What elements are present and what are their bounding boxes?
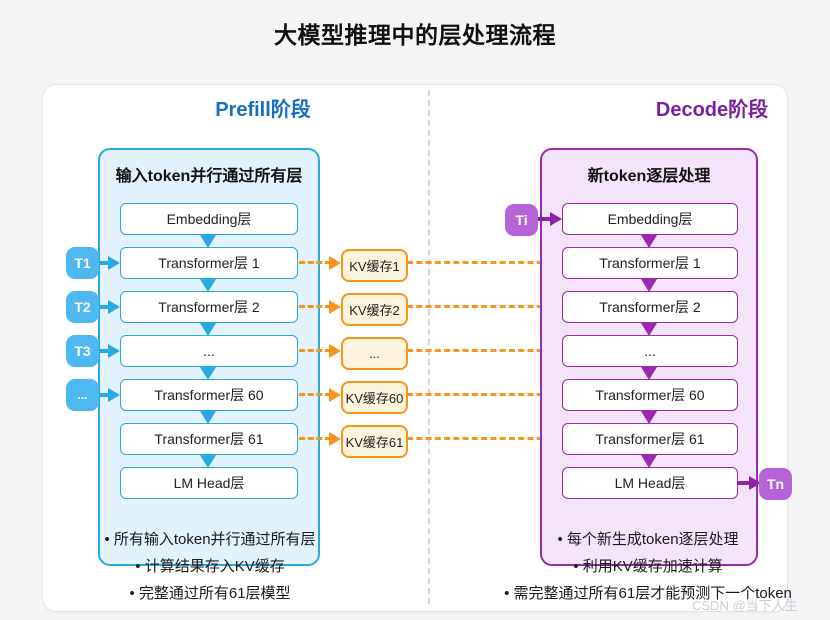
kv-cache-61: KV缓存61 bbox=[341, 425, 408, 458]
token-badge-tn: Tn bbox=[759, 468, 792, 500]
token-badge-t2: T2 bbox=[66, 291, 99, 323]
prefill-flow-arrow-icon bbox=[200, 235, 216, 248]
prefill-layer-lm-head: LM Head层 bbox=[120, 467, 298, 499]
decode-layer-ellipsis: ... bbox=[562, 335, 738, 367]
kv-cache-60: KV缓存60 bbox=[341, 381, 408, 414]
decode-note-3: • 需完整通过所有61层才能预测下一个token bbox=[504, 585, 792, 602]
kv-write-arrow-icon bbox=[299, 255, 341, 271]
kv-read-arrow-icon bbox=[407, 387, 562, 403]
decode-flow-arrow-icon bbox=[641, 235, 657, 248]
kv-cache-1: KV缓存1 bbox=[341, 249, 408, 282]
token-input-arrow-icon bbox=[99, 299, 120, 315]
kv-read-arrow-icon bbox=[407, 299, 562, 315]
prefill-layer-transformer-61: Transformer层 61 bbox=[120, 423, 298, 455]
prefill-stage-header: Prefill阶段 bbox=[215, 99, 311, 121]
kv-read-arrow-icon bbox=[407, 343, 562, 359]
prefill-panel-title: 输入token并行通过所有层 bbox=[115, 168, 303, 185]
kv-write-arrow-icon bbox=[299, 387, 341, 403]
kv-cache-ellipsis: ... bbox=[341, 337, 408, 370]
decode-flow-arrow-icon bbox=[641, 411, 657, 424]
decode-layer-transformer-61: Transformer层 61 bbox=[562, 423, 738, 455]
prefill-note-3: • 完整通过所有61层模型 bbox=[129, 585, 291, 602]
token-badge-ellipsis: ... bbox=[66, 379, 99, 411]
prefill-layer-embedding: Embedding层 bbox=[120, 203, 298, 235]
prefill-layer-transformer-1: Transformer层 1 bbox=[120, 247, 298, 279]
kv-read-arrow-icon bbox=[407, 255, 562, 271]
prefill-flow-arrow-icon bbox=[200, 279, 216, 292]
decode-flow-arrow-icon bbox=[641, 323, 657, 336]
decode-panel-title: 新token逐层处理 bbox=[587, 168, 711, 185]
token-tn-arrow-icon bbox=[738, 475, 761, 491]
stage-separator-line bbox=[428, 90, 430, 604]
decode-layer-lm-head: LM Head层 bbox=[562, 467, 738, 499]
prefill-layer-ellipsis: ... bbox=[120, 335, 298, 367]
prefill-flow-arrow-icon bbox=[200, 323, 216, 336]
decode-flow-arrow-icon bbox=[641, 279, 657, 292]
decode-flow-arrow-icon bbox=[641, 455, 657, 468]
prefill-layer-transformer-60: Transformer层 60 bbox=[120, 379, 298, 411]
token-input-arrow-icon bbox=[99, 255, 120, 271]
prefill-flow-arrow-icon bbox=[200, 367, 216, 380]
decode-note-1: • 每个新生成token逐层处理 bbox=[557, 531, 739, 548]
token-badge-ti: Ti bbox=[505, 204, 538, 236]
decode-layer-transformer-60: Transformer层 60 bbox=[562, 379, 738, 411]
kv-read-arrow-icon bbox=[407, 431, 562, 447]
kv-write-arrow-icon bbox=[299, 431, 341, 447]
decode-notes: • 每个新生成token逐层处理 • 利用KV缓存加速计算 • 需完整通过所有6… bbox=[488, 526, 808, 607]
prefill-flow-arrow-icon bbox=[200, 455, 216, 468]
decode-flow-arrow-icon bbox=[641, 367, 657, 380]
token-badge-t3: T3 bbox=[66, 335, 99, 367]
token-input-arrow-icon bbox=[99, 387, 120, 403]
decode-layer-transformer-1: Transformer层 1 bbox=[562, 247, 738, 279]
token-input-arrow-icon bbox=[99, 343, 120, 359]
kv-write-arrow-icon bbox=[299, 299, 341, 315]
token-badge-t1: T1 bbox=[66, 247, 99, 279]
prefill-note-1: • 所有输入token并行通过所有层 bbox=[104, 531, 316, 548]
prefill-flow-arrow-icon bbox=[200, 411, 216, 424]
decode-note-2: • 利用KV缓存加速计算 bbox=[573, 558, 723, 575]
prefill-note-2: • 计算结果存入KV缓存 bbox=[135, 558, 285, 575]
prefill-notes: • 所有输入token并行通过所有层 • 计算结果存入KV缓存 • 完整通过所有… bbox=[56, 526, 364, 607]
kv-write-arrow-icon bbox=[299, 343, 341, 359]
watermark: CSDN @当下人生 bbox=[692, 598, 798, 613]
kv-cache-2: KV缓存2 bbox=[341, 293, 408, 326]
page-title: 大模型推理中的层处理流程 bbox=[274, 22, 556, 48]
decode-layer-embedding: Embedding层 bbox=[562, 203, 738, 235]
prefill-layer-transformer-2: Transformer层 2 bbox=[120, 291, 298, 323]
token-ti-arrow-icon bbox=[538, 211, 562, 227]
decode-stage-header: Decode阶段 bbox=[655, 99, 769, 121]
decode-layer-transformer-2: Transformer层 2 bbox=[562, 291, 738, 323]
